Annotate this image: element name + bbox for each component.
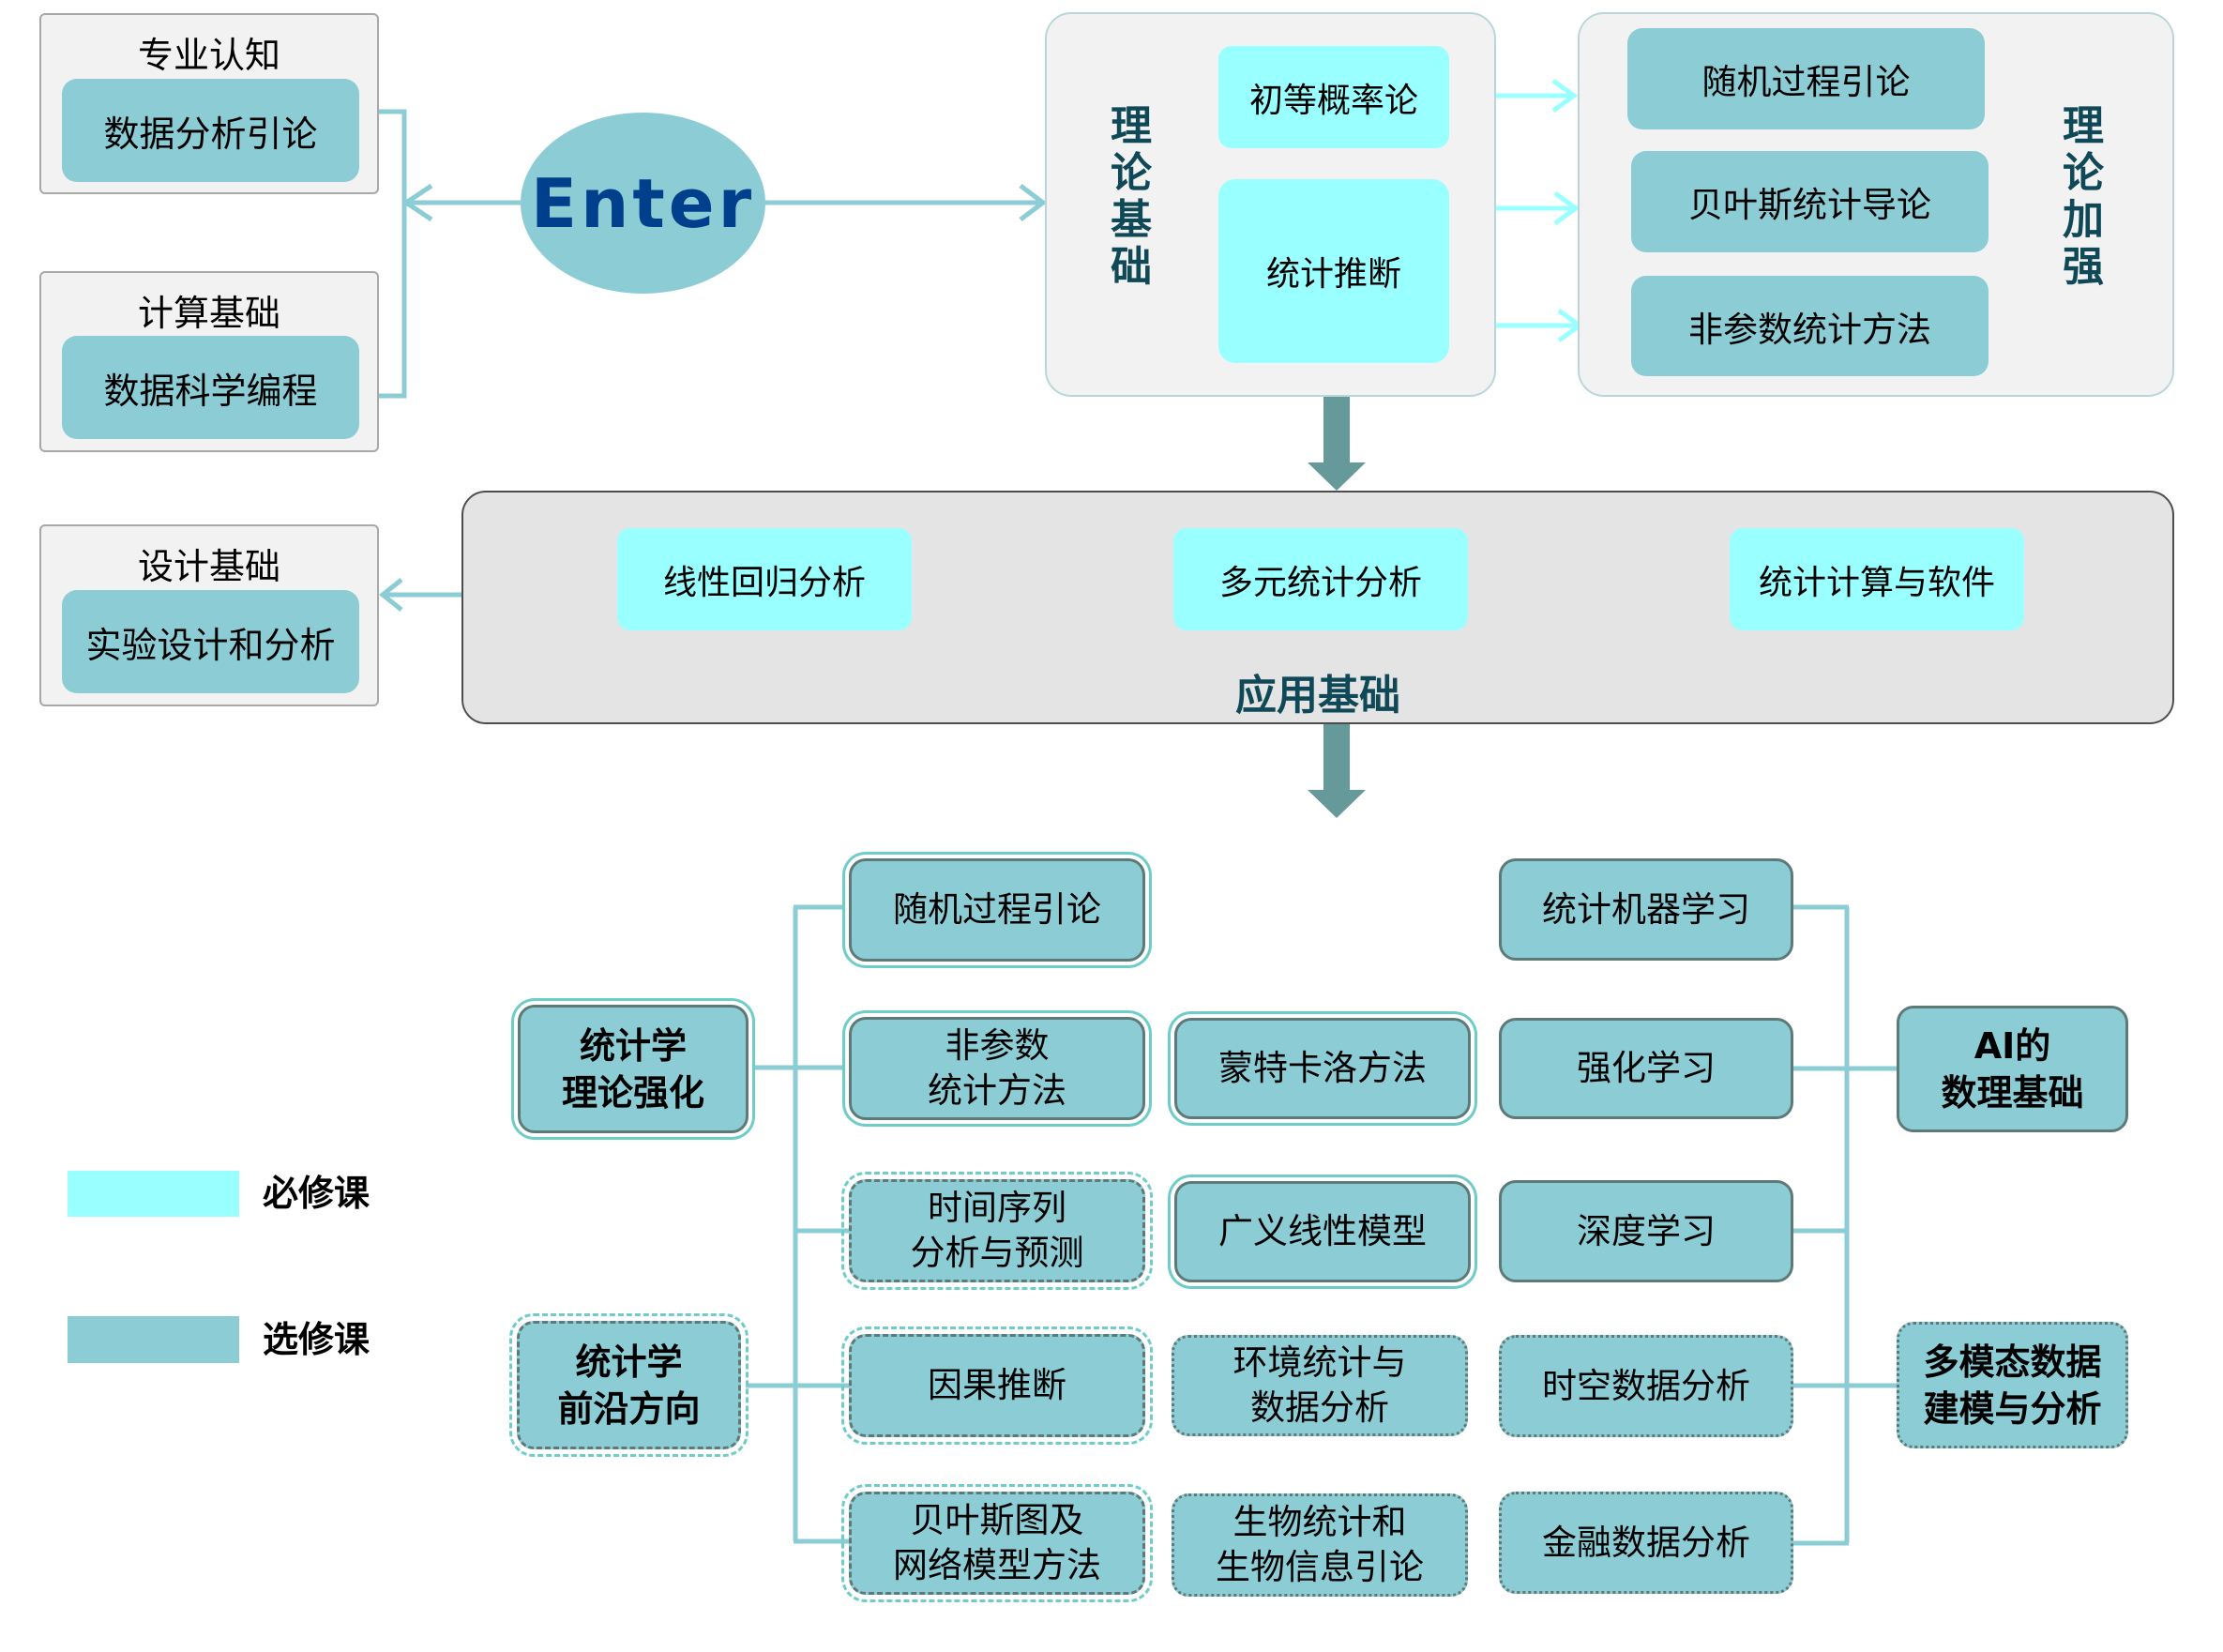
- course-line: 统计机器学习: [1542, 888, 1750, 930]
- course-elementary-probability[interactable]: 初等概率论: [1218, 46, 1449, 148]
- course-data-science-programming[interactable]: 数据科学编程: [62, 336, 359, 439]
- course-stochastic-process[interactable]: 随机过程引论: [1627, 28, 1985, 129]
- course-statistical-computing[interactable]: 统计计算与软件: [1730, 528, 2024, 630]
- hub-line: 统计学: [579, 1024, 687, 1067]
- course-reinforcement-learning[interactable]: 强化学习: [1499, 1018, 1793, 1119]
- label-char: 础: [1111, 243, 1152, 291]
- course-spatiotemporal-analysis[interactable]: 时空数据分析: [1499, 1335, 1793, 1437]
- course-statistical-ml[interactable]: 统计机器学习: [1499, 858, 1793, 961]
- group-title: 专业认知: [137, 35, 280, 76]
- enter-left-arrowhead: [401, 183, 433, 222]
- group-design-basics: 设计基础 实验设计和分析: [39, 524, 379, 706]
- course-data-analysis-intro[interactable]: 数据分析引论: [62, 79, 359, 182]
- legend-label-required: 必修课: [263, 1173, 370, 1214]
- label-char: 加: [2063, 196, 2104, 244]
- label-char: 论: [2063, 149, 2104, 197]
- legend-label-elective: 选修课: [263, 1319, 370, 1360]
- arrow-prob-head: [1551, 78, 1579, 114]
- hub-frontier-directions[interactable]: 统计学 前沿方向: [509, 1313, 749, 1457]
- course-experimental-design[interactable]: 实验设计和分析: [62, 590, 359, 693]
- label-char: 理: [2063, 102, 2104, 150]
- enter-right-arrowhead: [1019, 184, 1048, 221]
- course-line: 环境统计与: [1232, 1342, 1407, 1383]
- enter-node[interactable]: Enter: [521, 113, 765, 294]
- course-glm[interactable]: 广义线性模型: [1174, 1181, 1471, 1282]
- course-statistical-inference[interactable]: 统计推断: [1218, 179, 1449, 363]
- arrow-design-head: [378, 578, 403, 612]
- course-stochastic-process-intro[interactable]: 随机过程引论: [849, 858, 1145, 962]
- course-line: 非参数: [945, 1025, 1050, 1066]
- course-environmental-statistics[interactable]: 环境统计与 数据分析: [1172, 1335, 1468, 1436]
- course-deep-learning[interactable]: 深度学习: [1499, 1180, 1793, 1282]
- group-major-awareness: 专业认知 数据分析引论: [39, 13, 379, 194]
- course-line: 蒙特卡洛方法: [1218, 1048, 1427, 1088]
- arrow-inf2-head: [1557, 308, 1584, 343]
- label-char: 强: [2063, 243, 2104, 291]
- hub-ai-math-foundation[interactable]: AI的 数理基础: [1897, 1006, 2128, 1132]
- course-multivariate-analysis[interactable]: 多元统计分析: [1173, 528, 1468, 630]
- course-line: 网络模型方法: [893, 1545, 1101, 1585]
- course-line: 生物统计和: [1232, 1502, 1407, 1542]
- hub-line: 建模与分析: [1923, 1387, 2102, 1430]
- hub-line: 多模态数据: [1923, 1341, 2102, 1383]
- course-monte-carlo[interactable]: 蒙特卡洛方法: [1174, 1018, 1471, 1119]
- legend-swatch-elective: [68, 1316, 239, 1363]
- panel-theory-strengthen: 随机过程引论 贝叶斯统计导论 非参数统计方法 理 论 加 强: [1578, 12, 2174, 397]
- course-bayesian-graph-network[interactable]: 贝叶斯图及 网络模型方法: [841, 1484, 1153, 1602]
- label-char: 基: [1111, 196, 1152, 244]
- flow-arrow-down-1: [1308, 397, 1366, 491]
- course-line: 数据分析: [1250, 1387, 1389, 1428]
- course-nonparametric-statistics[interactable]: 非参数 统计方法: [849, 1017, 1145, 1120]
- hub-line: AI的: [1973, 1024, 2051, 1067]
- course-line: 深度学习: [1577, 1210, 1716, 1251]
- hub-line: 数理基础: [1941, 1071, 2084, 1114]
- application-basis-label: 应用基础: [1235, 672, 1400, 720]
- group-computing-basics: 计算基础 数据科学编程: [39, 271, 379, 452]
- label-char: 论: [1111, 149, 1152, 197]
- course-line: 时间序列: [928, 1188, 1066, 1228]
- theory-strengthen-label: 理 论 加 强: [2057, 103, 2110, 291]
- hub-line: 前沿方向: [557, 1387, 701, 1430]
- course-line: 贝叶斯图及: [910, 1500, 1084, 1540]
- course-line: 强化学习: [1577, 1048, 1716, 1088]
- course-line: 生物信息引论: [1216, 1547, 1424, 1587]
- legend-swatch-required: [68, 1171, 239, 1217]
- course-line: 随机过程引论: [893, 889, 1101, 930]
- panel-theory-basis: 理 论 基 础 初等概率论 统计推断: [1045, 12, 1496, 397]
- course-bayesian-statistics[interactable]: 贝叶斯统计导论: [1631, 151, 1989, 252]
- course-line: 分析与预测: [910, 1233, 1084, 1273]
- hub-multimodal-modeling[interactable]: 多模态数据 建模与分析: [1897, 1322, 2128, 1448]
- course-line: 时空数据分析: [1542, 1365, 1750, 1406]
- course-nonparametric-methods[interactable]: 非参数统计方法: [1631, 276, 1989, 376]
- flow-arrow-down-2: [1308, 724, 1366, 818]
- label-char: 理: [1111, 102, 1152, 150]
- course-financial-data-analysis[interactable]: 金融数据分析: [1499, 1492, 1793, 1594]
- panel-application-basis: 线性回归分析 多元统计分析 统计计算与软件 应用基础: [461, 491, 2174, 724]
- course-line: 广义线性模型: [1218, 1211, 1427, 1251]
- course-linear-regression[interactable]: 线性回归分析: [617, 528, 912, 630]
- course-time-series[interactable]: 时间序列 分析与预测: [841, 1172, 1153, 1290]
- hub-line: 统计学: [575, 1341, 683, 1383]
- arrow-inf1-head: [1553, 190, 1580, 226]
- group-title: 计算基础: [137, 293, 280, 334]
- theory-basis-label: 理 论 基 础: [1105, 103, 1157, 291]
- enter-label: Enter: [530, 163, 756, 243]
- course-biostatistics[interactable]: 生物统计和 生物信息引论: [1172, 1493, 1468, 1597]
- hub-line: 理论强化: [561, 1071, 704, 1114]
- course-causal-inference[interactable]: 因果推断: [841, 1326, 1153, 1445]
- course-line: 金融数据分析: [1542, 1522, 1750, 1563]
- hub-theory-strengthening[interactable]: 统计学 理论强化: [518, 1005, 749, 1133]
- course-line: 统计方法: [928, 1070, 1066, 1111]
- course-line: 因果推断: [928, 1365, 1066, 1405]
- group-title: 设计基础: [137, 546, 280, 587]
